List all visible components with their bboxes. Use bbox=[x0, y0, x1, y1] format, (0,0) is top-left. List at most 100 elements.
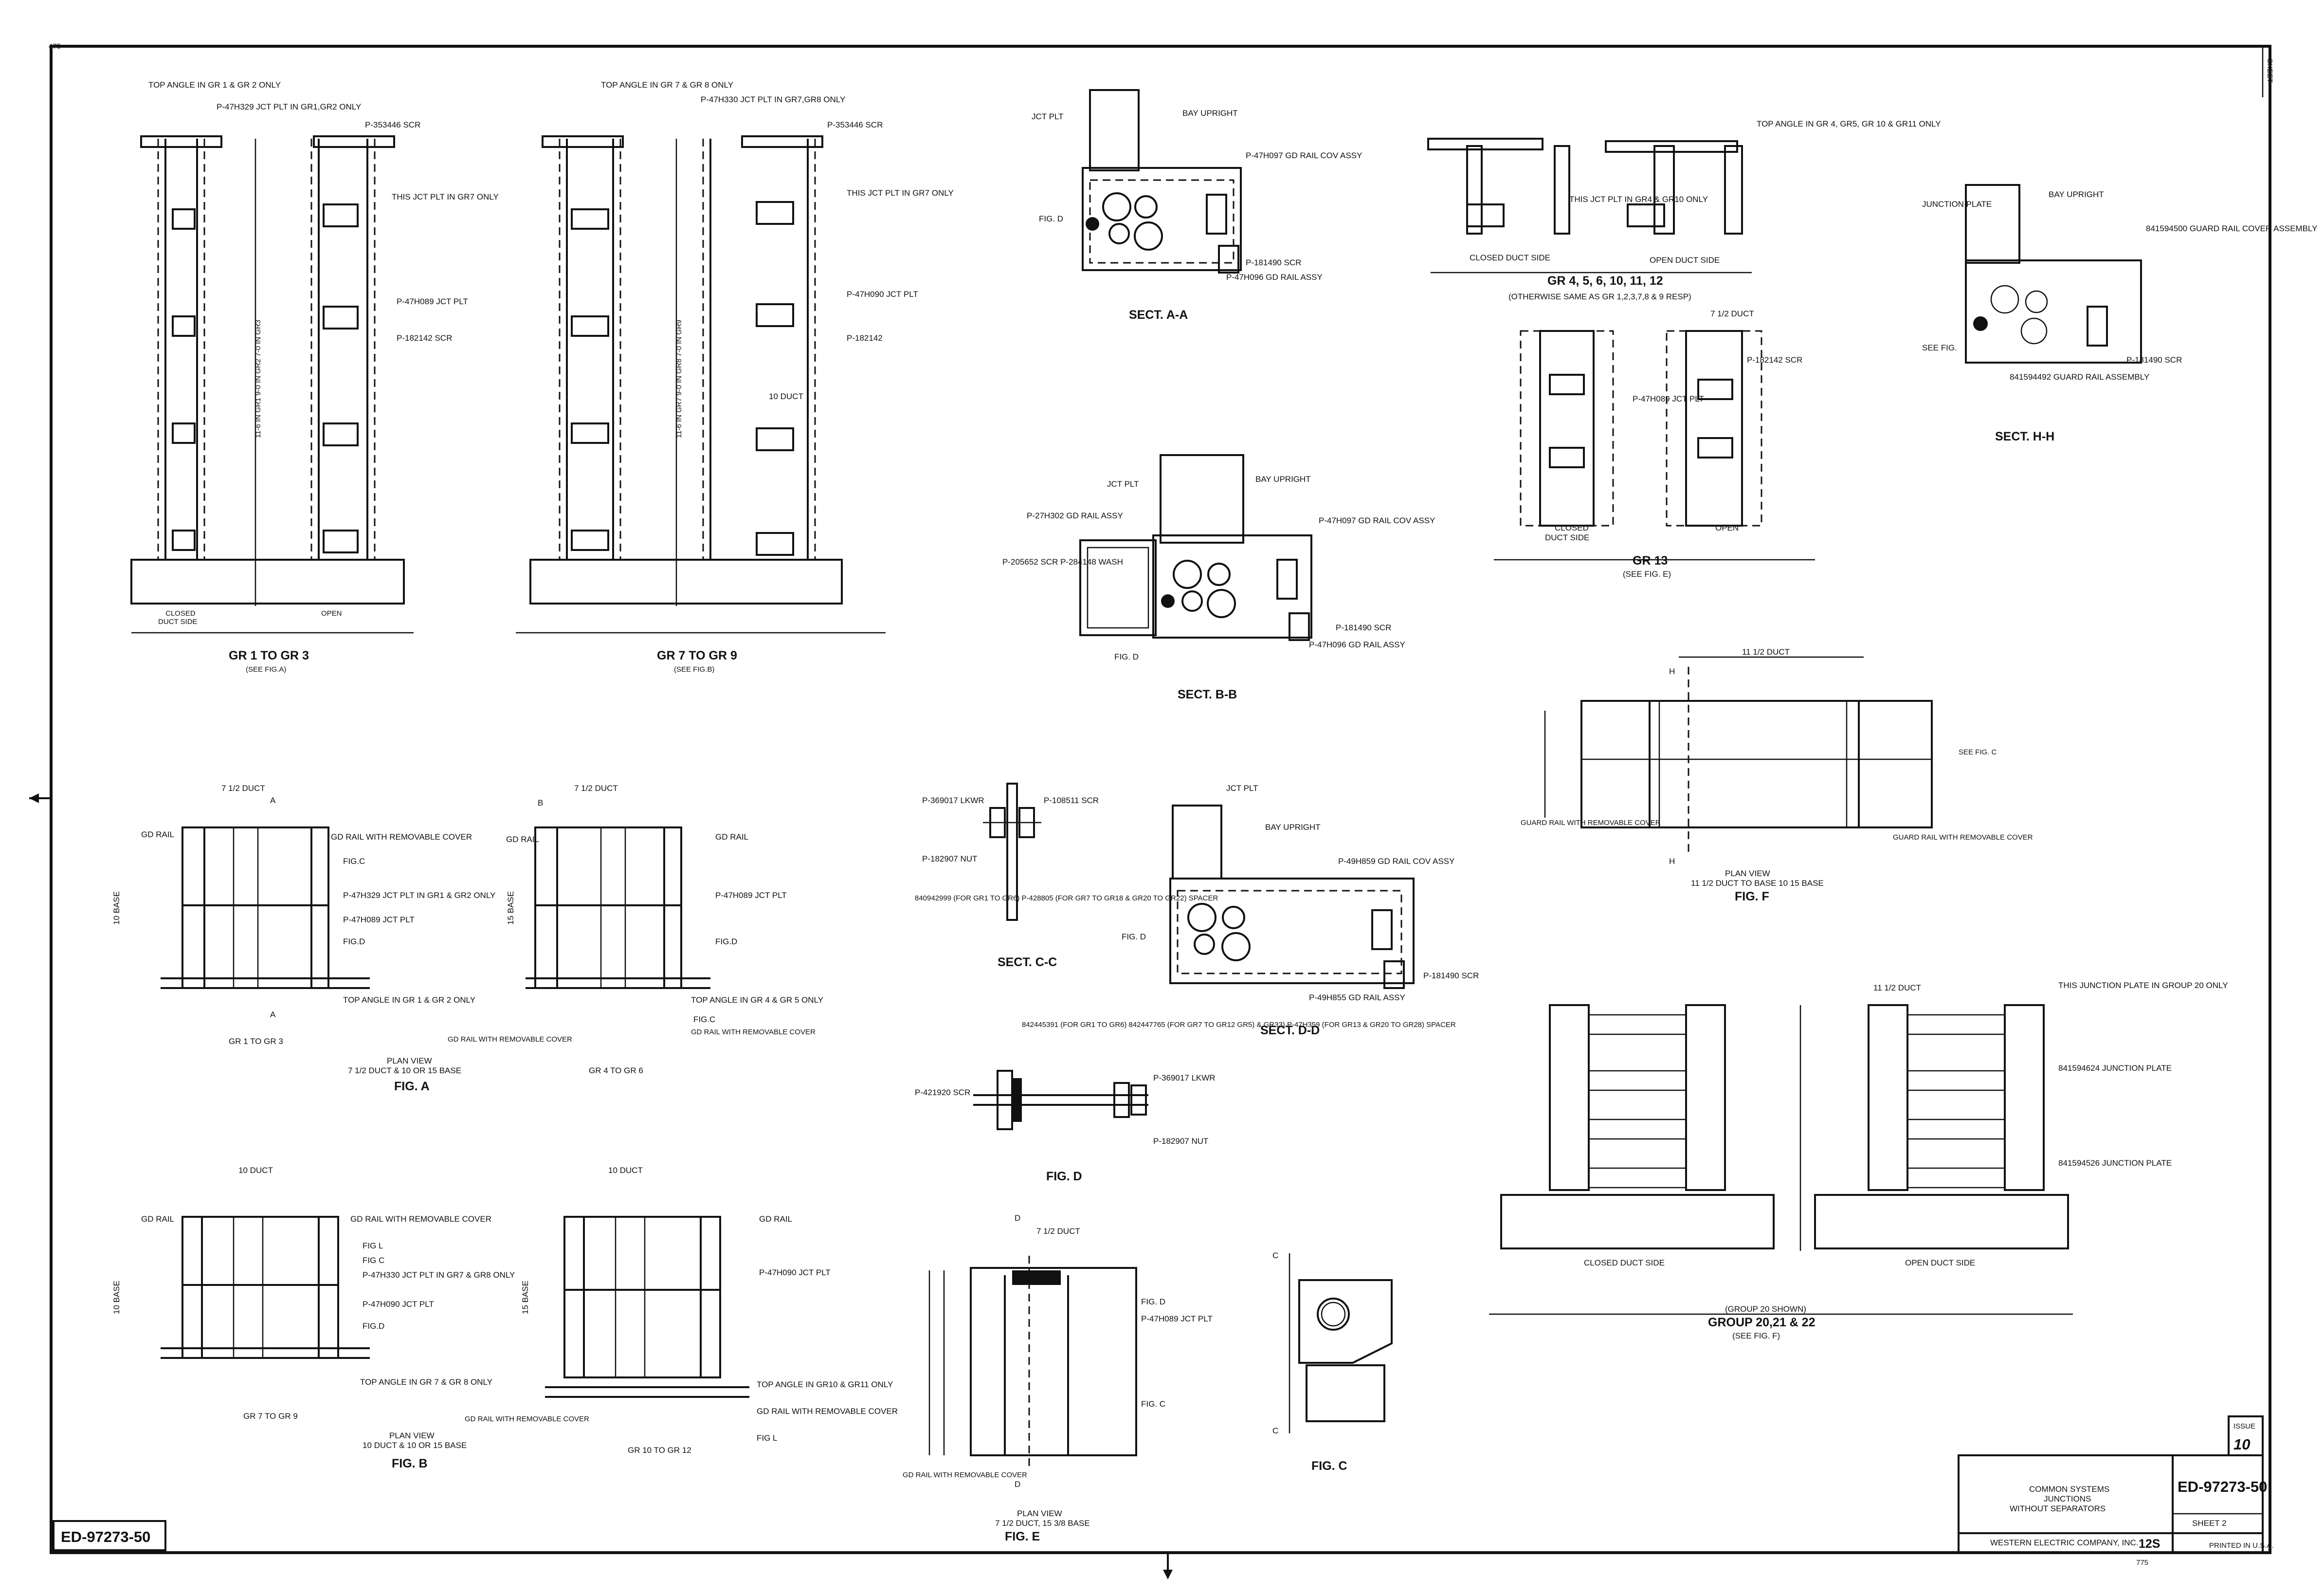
sect-hh-p492-label: 841594492 GUARD RAIL ASSEMBLY bbox=[2010, 372, 2149, 382]
gr4-sub-label: (OTHERWISE SAME AS GR 1,2,3,7,8 & 9 RESP… bbox=[1508, 292, 1691, 301]
title-sheet: SHEET 2 bbox=[2192, 1519, 2227, 1528]
sect-dd-drawing bbox=[1169, 805, 1415, 989]
gr7-p090-label: P-47H090 JCT PLT bbox=[847, 290, 918, 299]
fig-a-gd-rail-left: GD RAIL bbox=[141, 830, 174, 839]
fig-c-c-top: C bbox=[1272, 1251, 1278, 1260]
fig-b-gd-cover-label: GD RAIL WITH REMOVABLE COVER bbox=[350, 1214, 491, 1224]
gr1-open-label: OPEN bbox=[321, 609, 342, 618]
fig-b-base-label: 10 BASE bbox=[112, 1281, 121, 1314]
fig-f-h-top: H bbox=[1669, 667, 1675, 676]
fig-d-notes-label: 842445391 (FOR GR1 TO GR6) 842447765 (FO… bbox=[1022, 1021, 1456, 1029]
title-company: WESTERN ELECTRIC COMPANY, INC. bbox=[1990, 1538, 2138, 1547]
fig-f-h-bottom: H bbox=[1669, 857, 1675, 866]
gr20-see-label: (SEE FIG. F) bbox=[1732, 1331, 1780, 1340]
fig-b-drawing bbox=[161, 1216, 749, 1398]
sect-dd-jct-label: JCT PLT bbox=[1226, 784, 1258, 793]
fig-e-drawing bbox=[928, 1256, 1137, 1470]
gr20-p1-label: 841594624 JUNCTION PLATE bbox=[2058, 1063, 2172, 1073]
title-line1: COMMON SYSTEMS bbox=[2029, 1485, 2109, 1494]
fig-b-base15-label: 15 BASE bbox=[521, 1281, 530, 1314]
fig-e-fig-d-label: FIG. D bbox=[1141, 1297, 1165, 1306]
fig-a-b-top: B bbox=[538, 798, 543, 807]
fig-d-nut-label: P-182907 NUT bbox=[1153, 1137, 1208, 1146]
fig-a-gd-cover-label: GD RAIL WITH REMOVABLE COVER bbox=[331, 832, 472, 842]
fig-e-plan-label: PLAN VIEW bbox=[1017, 1509, 1062, 1518]
title-printed: PRINTED IN U.S.A. bbox=[2209, 1541, 2274, 1550]
sect-bb-drawing bbox=[1079, 454, 1312, 641]
gr20-this-jct-label: THIS JUNCTION PLATE IN GROUP 20 ONLY bbox=[2058, 981, 2228, 990]
sect-hh-jct-label: JUNCTION PLATE bbox=[1922, 200, 1992, 209]
sect-hh-caption: SECT. H-H bbox=[1995, 430, 2054, 443]
gr1-p142-label: P-182142 SCR bbox=[397, 333, 452, 343]
fig-e-plan-sub: 7 1/2 DUCT, 15 3/8 BASE bbox=[995, 1519, 1090, 1528]
gr7-jct-plt-label: P-47H330 JCT PLT IN GR7,GR8 ONLY bbox=[701, 95, 845, 104]
sect-aa-fig-label: FIG. D bbox=[1039, 214, 1063, 223]
fig-e-fig-c-label: FIG. C bbox=[1141, 1399, 1165, 1409]
fig-f-drawing bbox=[1544, 656, 1933, 857]
gr13-closed-label: CLOSED bbox=[1555, 523, 1589, 532]
fig-c-caption: FIG. C bbox=[1311, 1459, 1347, 1473]
gr7-see-label: (SEE FIG.B) bbox=[674, 665, 714, 674]
sect-aa-caption: SECT. A-A bbox=[1129, 308, 1188, 322]
gr4-closed-label: CLOSED DUCT SIDE bbox=[1470, 253, 1550, 262]
fig-a-plan-label: PLAN VIEW bbox=[387, 1056, 432, 1065]
fig-a-p329-label: P-47H329 JCT PLT IN GR1 & GR2 ONLY bbox=[343, 891, 495, 900]
fig-b-duct-label-2: 10 DUCT bbox=[608, 1166, 643, 1175]
fig-b-p090-label: P-47H090 JCT PLT bbox=[363, 1300, 434, 1309]
code-left: ED-97273-50 bbox=[61, 1528, 150, 1545]
fig-b-gr10-label: GR 10 TO GR 12 bbox=[628, 1446, 691, 1455]
fig-d-lkwr-label: P-369017 LKWR bbox=[1153, 1073, 1216, 1082]
gr7-p142-label: P-182142 bbox=[847, 333, 883, 343]
fig-b-fig-c-label: FIG C bbox=[363, 1256, 384, 1265]
sect-hh-p500-label: 841594500 GUARD RAIL COVER ASSEMBLY bbox=[2146, 224, 2317, 233]
fig-a-top-angle2-label: TOP ANGLE IN GR 4 & GR 5 ONLY bbox=[691, 995, 823, 1005]
sect-dd-rail-label: P-49H855 GD RAIL ASSY bbox=[1309, 993, 1405, 1002]
gr1-see-label: (SEE FIG.A) bbox=[246, 665, 286, 674]
fig-f-guard-label: GUARD RAIL WITH REMOVABLE COVER bbox=[1521, 819, 1661, 827]
fig-b-fig-l-label-2: FIG L bbox=[757, 1433, 778, 1443]
gr4-open-label: OPEN DUCT SIDE bbox=[1650, 256, 1720, 265]
sect-cc-drawing bbox=[983, 783, 1041, 921]
code-box-left bbox=[53, 1520, 166, 1551]
left-arrow-icon bbox=[29, 793, 39, 803]
title-dwg: 12S bbox=[2139, 1537, 2160, 1551]
title-code: ED-97273-50 bbox=[2178, 1478, 2267, 1495]
sect-hh-bay-label: BAY UPRIGHT bbox=[2049, 190, 2104, 199]
fig-a-p089-label: P-47H089 JCT PLT bbox=[343, 915, 415, 924]
gr20-caption: GROUP 20,21 & 22 bbox=[1708, 1316, 1815, 1329]
fig-b-fig-l-label: FIG L bbox=[363, 1241, 383, 1250]
sect-aa-scr-label: P-181490 SCR bbox=[1246, 258, 1301, 267]
right-edge-label: SHEET bbox=[2266, 58, 2274, 83]
fig-b-fig-d-label: FIG.D bbox=[363, 1321, 384, 1331]
sect-bb-bay-label: BAY UPRIGHT bbox=[1255, 475, 1311, 484]
fig-b-gd-rail-left: GD RAIL bbox=[141, 1214, 174, 1224]
gr1-jct-plt-label: P-47H329 JCT PLT IN GR1,GR2 ONLY bbox=[217, 102, 361, 111]
fig-b-p090-label-2: P-47H090 JCT PLT bbox=[759, 1268, 831, 1277]
gr20-open-label: OPEN DUCT SIDE bbox=[1905, 1258, 1975, 1267]
sect-dd-fig-label: FIG. D bbox=[1122, 932, 1146, 941]
fig-a-fig-d-label-2: FIG.D bbox=[715, 937, 737, 946]
sect-dd-bay-label: BAY UPRIGHT bbox=[1265, 823, 1321, 832]
gr1-top-angle-label: TOP ANGLE IN GR 1 & GR 2 ONLY bbox=[148, 80, 281, 90]
fig-b-caption: FIG. B bbox=[392, 1457, 428, 1470]
gr7-scr-label: P-353446 SCR bbox=[827, 120, 883, 129]
fig-a-fig-c-label-2: FIG.C bbox=[693, 1015, 715, 1024]
gr20-p2-label: 841594526 JUNCTION PLATE bbox=[2058, 1158, 2172, 1168]
sect-cc-spacer-label: 840942999 (FOR GR1 TO GR6) P-428805 (FOR… bbox=[915, 894, 1218, 902]
sect-aa-rail-label: P-47H096 GD RAIL ASSY bbox=[1226, 273, 1323, 282]
gr20-drawing bbox=[1489, 1004, 2073, 1315]
fig-f-plan-label: PLAN VIEW bbox=[1725, 869, 1770, 878]
sect-hh-fig-label: SEE FIG. bbox=[1922, 343, 1957, 352]
gr13-duct-label: 7 1/2 DUCT bbox=[1710, 309, 1754, 318]
sect-bb-scr-label: P-181490 SCR bbox=[1336, 623, 1391, 632]
fig-a-a-top: A bbox=[270, 796, 276, 805]
fig-f-plan-sub: 11 1/2 DUCT TO BASE 10 15 BASE bbox=[1691, 879, 1824, 888]
sect-bb-fig-label: FIG. D bbox=[1114, 652, 1139, 661]
bottom-arrow-icon bbox=[1163, 1570, 1173, 1579]
title-form: 775 bbox=[2136, 1558, 2148, 1567]
sect-cc-nut-label: P-182907 NUT bbox=[922, 854, 977, 863]
fig-a-gd-cover-label-2: GD RAIL WITH REMOVABLE COVER bbox=[691, 1028, 816, 1036]
sect-aa-drawing bbox=[1082, 89, 1242, 274]
sect-aa-jct-label: JCT PLT bbox=[1032, 112, 1064, 121]
